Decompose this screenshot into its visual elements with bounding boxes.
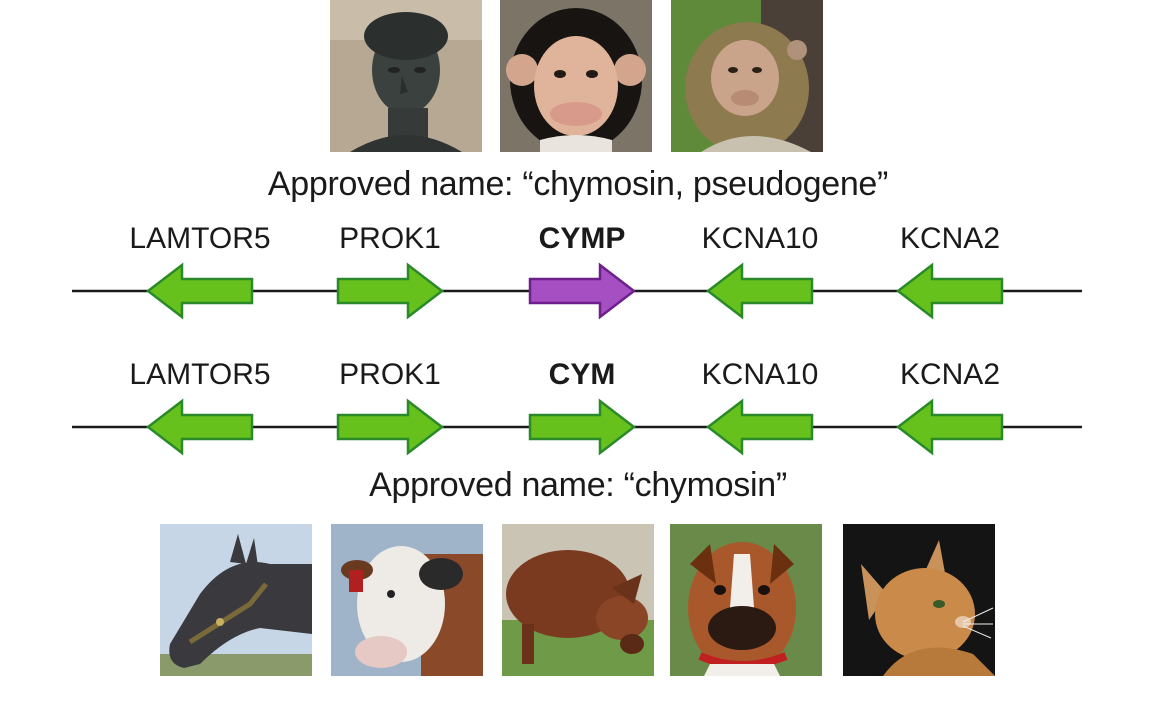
gene-arrow-kcna2: [895, 262, 1004, 320]
gene-arrow-kcna10: [705, 398, 814, 456]
gene-label-kcna2: KCNA2: [899, 358, 1001, 391]
top-approved-name-caption: Approved name: “chymosin, pseudogene”: [267, 165, 889, 203]
gene-arrow-lamtor5: [145, 262, 254, 320]
gene-arrow-cym: [528, 398, 637, 456]
gene-arrow-prok1: [336, 398, 445, 456]
gene-label-kcna10: KCNA10: [701, 358, 819, 391]
chimpanzee-photo: [500, 0, 652, 152]
gene-label-lamtor5: LAMTOR5: [129, 358, 271, 391]
rhesus-macaque-photo: [671, 0, 823, 152]
cow-photo: [331, 524, 483, 676]
human-statue-photo: [330, 0, 482, 152]
gene-arrow-kcna2: [895, 398, 1004, 456]
horse-photo: [160, 524, 312, 676]
boxer-dog-photo: [670, 524, 822, 676]
gene-label-prok1: PROK1: [339, 222, 441, 255]
gene-label-cym: CYM: [548, 358, 616, 391]
gene-arrow-cymp: [528, 262, 637, 320]
gene-label-kcna10: KCNA10: [701, 222, 819, 255]
gene-arrow-prok1: [336, 262, 445, 320]
bottom-approved-name-caption: Approved name: “chymosin”: [369, 466, 787, 504]
gene-arrow-kcna10: [705, 262, 814, 320]
pig-photo: [502, 524, 654, 676]
gene-label-cymp: CYMP: [538, 222, 626, 255]
cat-photo: [843, 524, 995, 676]
gene-arrow-lamtor5: [145, 398, 254, 456]
gene-label-lamtor5: LAMTOR5: [129, 222, 271, 255]
gene-label-kcna2: KCNA2: [899, 222, 1001, 255]
gene-label-prok1: PROK1: [339, 358, 441, 391]
